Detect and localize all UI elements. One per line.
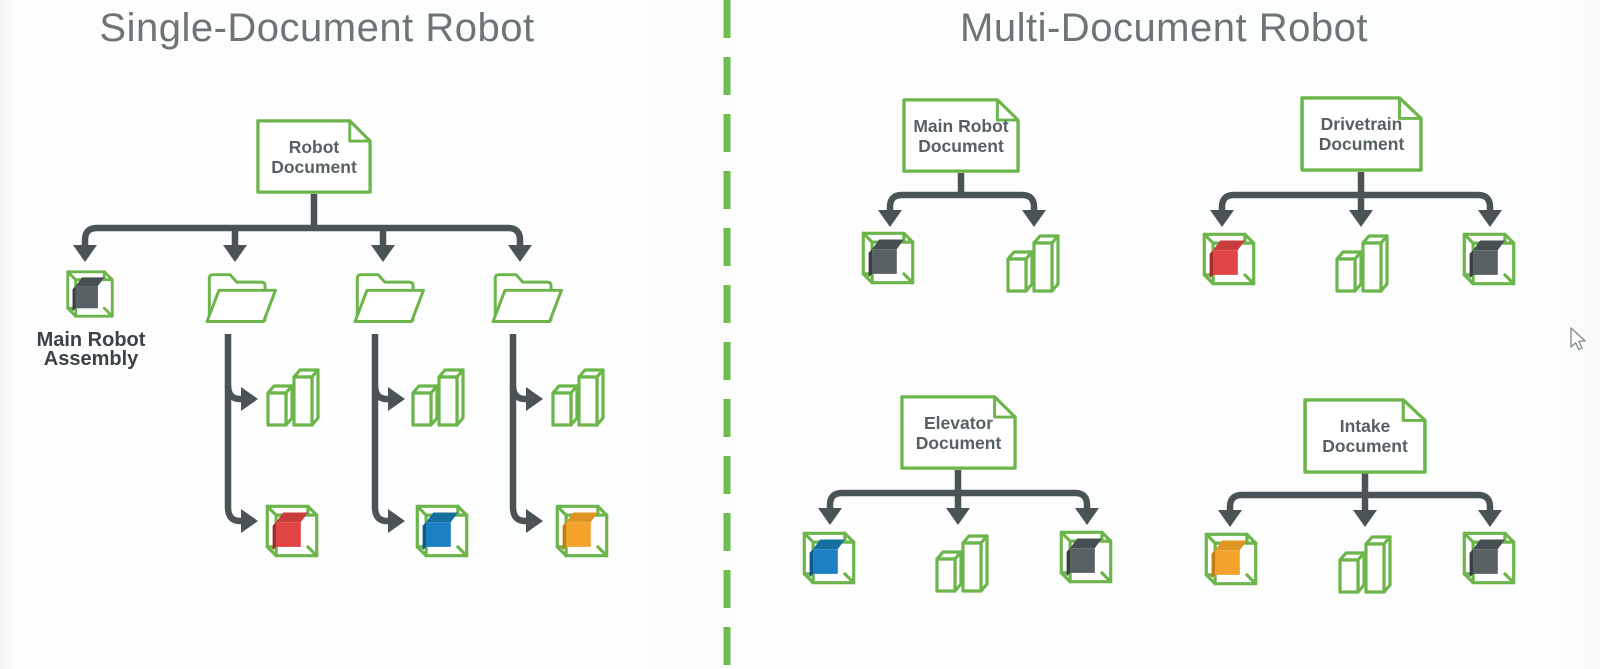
assembly-cube-icon-orange: [1201, 529, 1261, 589]
elevator-document-connectors: [818, 470, 1099, 525]
folder-icon: [351, 268, 429, 326]
left-panel-title: Single-Document Robot: [99, 6, 535, 50]
left-tree-connectors: [73, 194, 543, 533]
document-icon: [902, 98, 1020, 173]
document-label: Intake Document: [1322, 416, 1408, 456]
assembly-cube-icon-blue: [412, 501, 472, 561]
assembly-cube-icon-orange: [552, 501, 612, 561]
assembly-cube-icon-dark: [63, 267, 117, 321]
right-panel-title: Multi-Document Robot: [960, 6, 1368, 50]
part-studio-icon: [263, 365, 321, 427]
part-studio-icon: [548, 365, 606, 427]
document-label: Main Robot Document: [913, 115, 1009, 156]
document-node-intake: Intake Document: [1303, 398, 1427, 474]
folder-icon: [203, 268, 281, 326]
intake-document-connectors: [1218, 473, 1502, 527]
main-robot-assembly-label: Main Robot Assembly: [36, 329, 146, 370]
drivetrain-document-connectors: [1210, 172, 1502, 227]
assembly-cube-icon-red: [1199, 229, 1259, 289]
part-studio-icon: [1004, 231, 1060, 293]
main-robot-document-connectors: [878, 173, 1046, 227]
assembly-cube-icon-dark: [1459, 229, 1519, 289]
part-studio-icon: [408, 365, 466, 427]
document-icon: [256, 119, 372, 194]
assembly-cube-icon-dark: [1056, 527, 1116, 587]
document-label: Robot Document: [271, 136, 357, 177]
mouse-cursor: [1570, 327, 1586, 351]
assembly-cube-icon-red: [262, 501, 322, 561]
document-node-robot: Robot Document: [256, 119, 372, 194]
folder-icon: [489, 268, 567, 326]
document-label: Elevator Document: [915, 412, 1002, 453]
assembly-cube-icon-dark: [858, 228, 918, 288]
document-node-main-robot: Main Robot Document: [902, 98, 1020, 173]
document-label: Drivetrain Document: [1318, 114, 1405, 154]
document-icon: [900, 395, 1017, 470]
document-icon: [1300, 96, 1423, 172]
assembly-cube-icon-blue: [799, 528, 859, 588]
part-studio-icon: [1333, 231, 1389, 293]
document-node-drivetrain: Drivetrain Document: [1300, 96, 1423, 172]
part-studio-icon: [933, 531, 989, 593]
document-icon: [1303, 398, 1427, 474]
part-studio-icon: [1336, 532, 1392, 594]
assembly-cube-icon-dark: [1459, 528, 1519, 588]
document-node-elevator: Elevator Document: [900, 395, 1017, 470]
